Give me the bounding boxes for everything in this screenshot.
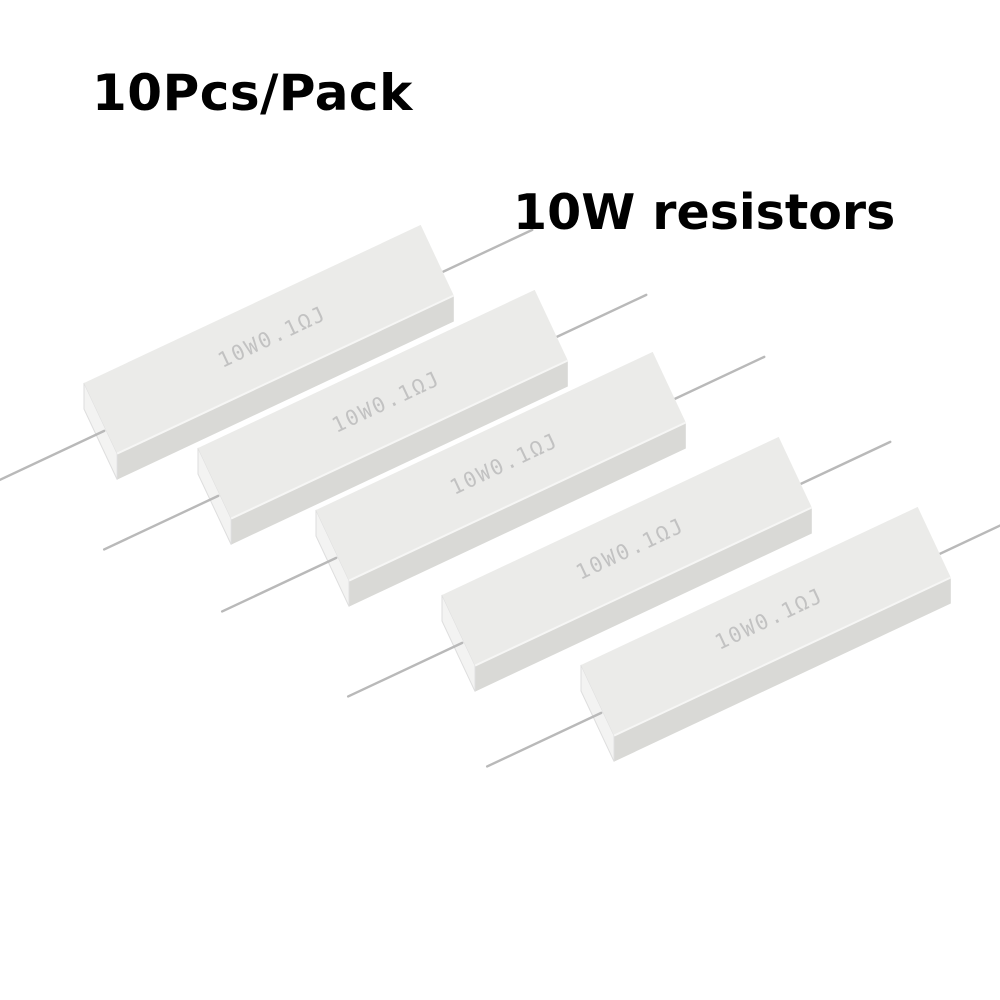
resistor-edge-highlight [116,294,455,455]
resistor-body-top [84,224,454,454]
lead-wire [102,494,220,551]
resistor-body-side [349,422,686,607]
lead-wire [485,711,603,768]
product-type-caption: 10W resistors [513,184,896,241]
resistor: 10W0.1ΩJ [0,224,534,482]
resistor-body-top [442,436,812,666]
pack-quantity-caption: 10Pcs/Pack [92,64,413,122]
resistor-body-side [614,577,951,762]
resistor: 10W0.1ΩJ [346,436,892,698]
resistor-body-top [198,289,568,519]
resistor: 10W0.1ΩJ [485,506,1000,768]
resistor: 10W0.1ΩJ [102,289,648,551]
resistor-edge-highlight [230,359,569,520]
lead-wire [346,641,464,698]
resistor: 10W0.1ΩJ [220,351,766,613]
resistor-edge-highlight [613,576,952,737]
resistor-edge-highlight [474,506,813,667]
lead-wire [0,429,106,482]
resistor-body-side [231,360,568,545]
resistor-edge-highlight [348,421,687,582]
resistor-body-side [117,295,454,480]
resistor-body-top [581,506,951,736]
resistor-body-top [316,351,686,581]
resistor-body-side [475,507,812,692]
lead-wire [220,556,338,613]
